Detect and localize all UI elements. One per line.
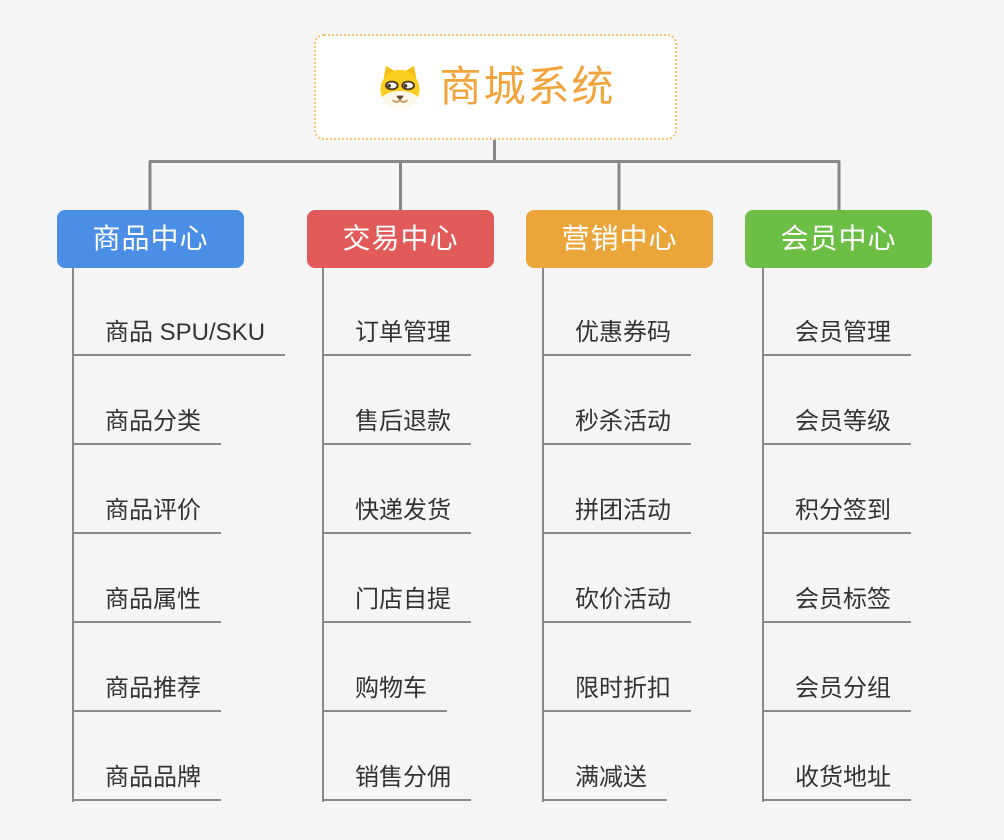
leaf-node[interactable]: 商品评价 (72, 496, 221, 534)
leaf-node[interactable]: 门店自提 (322, 585, 471, 623)
leaf-node[interactable]: 购物车 (322, 674, 447, 712)
leaf-node[interactable]: 积分签到 (762, 496, 911, 534)
root-title: 商城系统 (439, 63, 616, 110)
leaf-node[interactable]: 商品分类 (72, 407, 221, 445)
leaf-node[interactable]: 售后退款 (322, 407, 471, 445)
root-node[interactable]: 商城系统 (314, 34, 677, 140)
leaf-node[interactable]: 满减送 (542, 763, 667, 801)
leaf-node[interactable]: 限时折扣 (542, 674, 691, 712)
leaf-node[interactable]: 商品属性 (72, 585, 221, 623)
dog-face-icon (375, 62, 425, 112)
leaf-node[interactable]: 会员管理 (762, 318, 911, 356)
branch-node-trade-center[interactable]: 交易中心 (307, 210, 494, 268)
leaf-node[interactable]: 商品品牌 (72, 763, 221, 801)
branch-trunk-line (322, 268, 324, 802)
branch-trunk-line (72, 268, 74, 802)
leaf-node[interactable]: 商品推荐 (72, 674, 221, 712)
leaf-node[interactable]: 会员等级 (762, 407, 911, 445)
branch-trunk-line (762, 268, 764, 802)
leaf-node[interactable]: 拼团活动 (542, 496, 691, 534)
leaf-node[interactable]: 会员分组 (762, 674, 911, 712)
branch-node-product-center[interactable]: 商品中心 (57, 210, 244, 268)
leaf-node[interactable]: 收货地址 (762, 763, 911, 801)
branch-node-member-center[interactable]: 会员中心 (745, 210, 932, 268)
leaf-node[interactable]: 订单管理 (322, 318, 471, 356)
leaf-node[interactable]: 商品 SPU/SKU (72, 318, 286, 356)
leaf-node[interactable]: 秒杀活动 (542, 407, 691, 445)
leaf-node[interactable]: 销售分佣 (322, 763, 471, 801)
branch-node-marketing-center[interactable]: 营销中心 (526, 210, 713, 268)
branch-trunk-line (542, 268, 544, 802)
leaf-node[interactable]: 砍价活动 (542, 585, 691, 623)
leaf-node[interactable]: 优惠券码 (542, 318, 691, 356)
leaf-node[interactable]: 会员标签 (762, 585, 911, 623)
leaf-node[interactable]: 快递发货 (322, 496, 471, 534)
